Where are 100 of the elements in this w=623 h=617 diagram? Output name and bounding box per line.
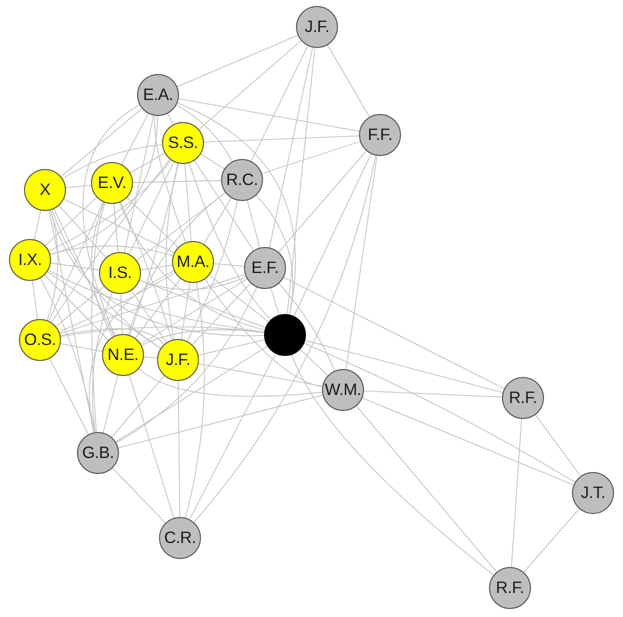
- connector-line: [535, 414, 581, 477]
- connector-line: [204, 135, 360, 143]
- connector-line: [128, 374, 174, 518]
- connector-line: [54, 208, 114, 336]
- connector-line: [200, 154, 225, 170]
- connector-line: [48, 270, 265, 333]
- connector-line: [120, 294, 123, 334]
- connector-line: [184, 282, 205, 518]
- connector-line: [204, 278, 323, 388]
- connector-line: [88, 270, 174, 433]
- connector-line: [270, 288, 280, 316]
- node-circle: E.F.: [244, 247, 286, 289]
- node-circle: O.S.: [19, 319, 61, 361]
- connector-line: [92, 292, 113, 433]
- connector-line: [120, 202, 172, 340]
- connector-line: [268, 47, 314, 248]
- connector-line: [60, 274, 246, 334]
- connector-line: [102, 374, 118, 434]
- connector-line: [132, 180, 222, 183]
- node-circle: R.C.: [221, 159, 263, 201]
- connector-line: [213, 263, 245, 267]
- connector-line: [178, 380, 180, 518]
- connector-line: [128, 161, 174, 255]
- connector-line: [91, 202, 106, 433]
- connector-line: [278, 150, 367, 253]
- connector-line: [48, 160, 172, 252]
- connector-line: [193, 155, 376, 523]
- connector-line: [46, 271, 162, 349]
- connector-line: [60, 108, 142, 177]
- connector-line: [143, 356, 158, 359]
- connector-line: [52, 209, 161, 349]
- connector-line: [119, 202, 266, 330]
- connector-line: [130, 152, 166, 174]
- connector-line: [209, 274, 269, 322]
- connector-line: [356, 406, 497, 572]
- connector-line: [51, 158, 170, 323]
- connector-line: [186, 200, 238, 342]
- connector-line: [256, 194, 294, 315]
- connector-line: [167, 113, 174, 125]
- connector-line: [291, 354, 494, 576]
- node-circle: M.A.: [172, 241, 214, 283]
- node-circle: J.F.: [157, 339, 199, 381]
- connector-line: [188, 162, 272, 320]
- connector-line: [121, 113, 149, 165]
- connector-line: [118, 394, 324, 448]
- connector-line: [60, 326, 265, 337]
- connector-line: [32, 280, 38, 320]
- connector-line: [364, 390, 502, 398]
- connector-line: [48, 210, 94, 433]
- connector-line: [140, 264, 173, 270]
- connector-line: [82, 104, 140, 336]
- connector-line: [140, 278, 248, 344]
- node-circle: C.R.: [159, 517, 201, 559]
- connector-line: [154, 115, 186, 243]
- connector-line: [40, 278, 96, 433]
- connector-line: [198, 40, 302, 130]
- connector-line: [192, 282, 252, 346]
- connector-line: [124, 115, 154, 253]
- node-circle: X: [24, 169, 66, 211]
- connector-line: [46, 210, 58, 321]
- connector-line: [141, 329, 265, 346]
- connector-line: [262, 141, 360, 174]
- connector-line: [48, 202, 104, 322]
- node-circle: S.S.: [162, 122, 204, 164]
- connector-line: [304, 340, 504, 394]
- connector-line: [135, 278, 181, 339]
- connector-line: [278, 283, 336, 372]
- connector-line: [180, 282, 190, 340]
- node-circle: J.F.: [296, 6, 338, 48]
- connector-line: [126, 197, 178, 248]
- node-circle: J.T.: [572, 472, 614, 514]
- connector-line: [362, 398, 574, 486]
- connector-line: [129, 163, 179, 336]
- connector-line: [113, 203, 119, 253]
- node-circle: R.F.: [489, 567, 531, 609]
- connector-line: [510, 418, 522, 568]
- connector-line: [58, 205, 106, 258]
- connector-line: [111, 375, 165, 438]
- connector-line: [49, 358, 89, 435]
- connector-line: [91, 202, 114, 338]
- node-circle: I.X.: [9, 239, 51, 281]
- connector-line: [250, 45, 308, 162]
- node-circle: E.V.: [91, 162, 133, 204]
- connector-line: [198, 363, 323, 387]
- connector-line: [300, 348, 328, 376]
- connector-line: [178, 98, 360, 132]
- connector-line: [50, 210, 264, 336]
- connector-line: [189, 353, 276, 520]
- node-circle: W.M.: [322, 369, 364, 411]
- connector-line: [327, 44, 370, 118]
- connector-line: [176, 34, 298, 88]
- connector-line: [63, 198, 175, 254]
- connector-line: [523, 508, 580, 573]
- connector-line: [50, 246, 174, 256]
- connector-line: [44, 274, 109, 340]
- connector-line: [60, 328, 165, 345]
- connector-line: [136, 192, 226, 261]
- connector-line: [60, 343, 103, 352]
- connector-line: [50, 116, 158, 255]
- connector-line: [139, 280, 266, 328]
